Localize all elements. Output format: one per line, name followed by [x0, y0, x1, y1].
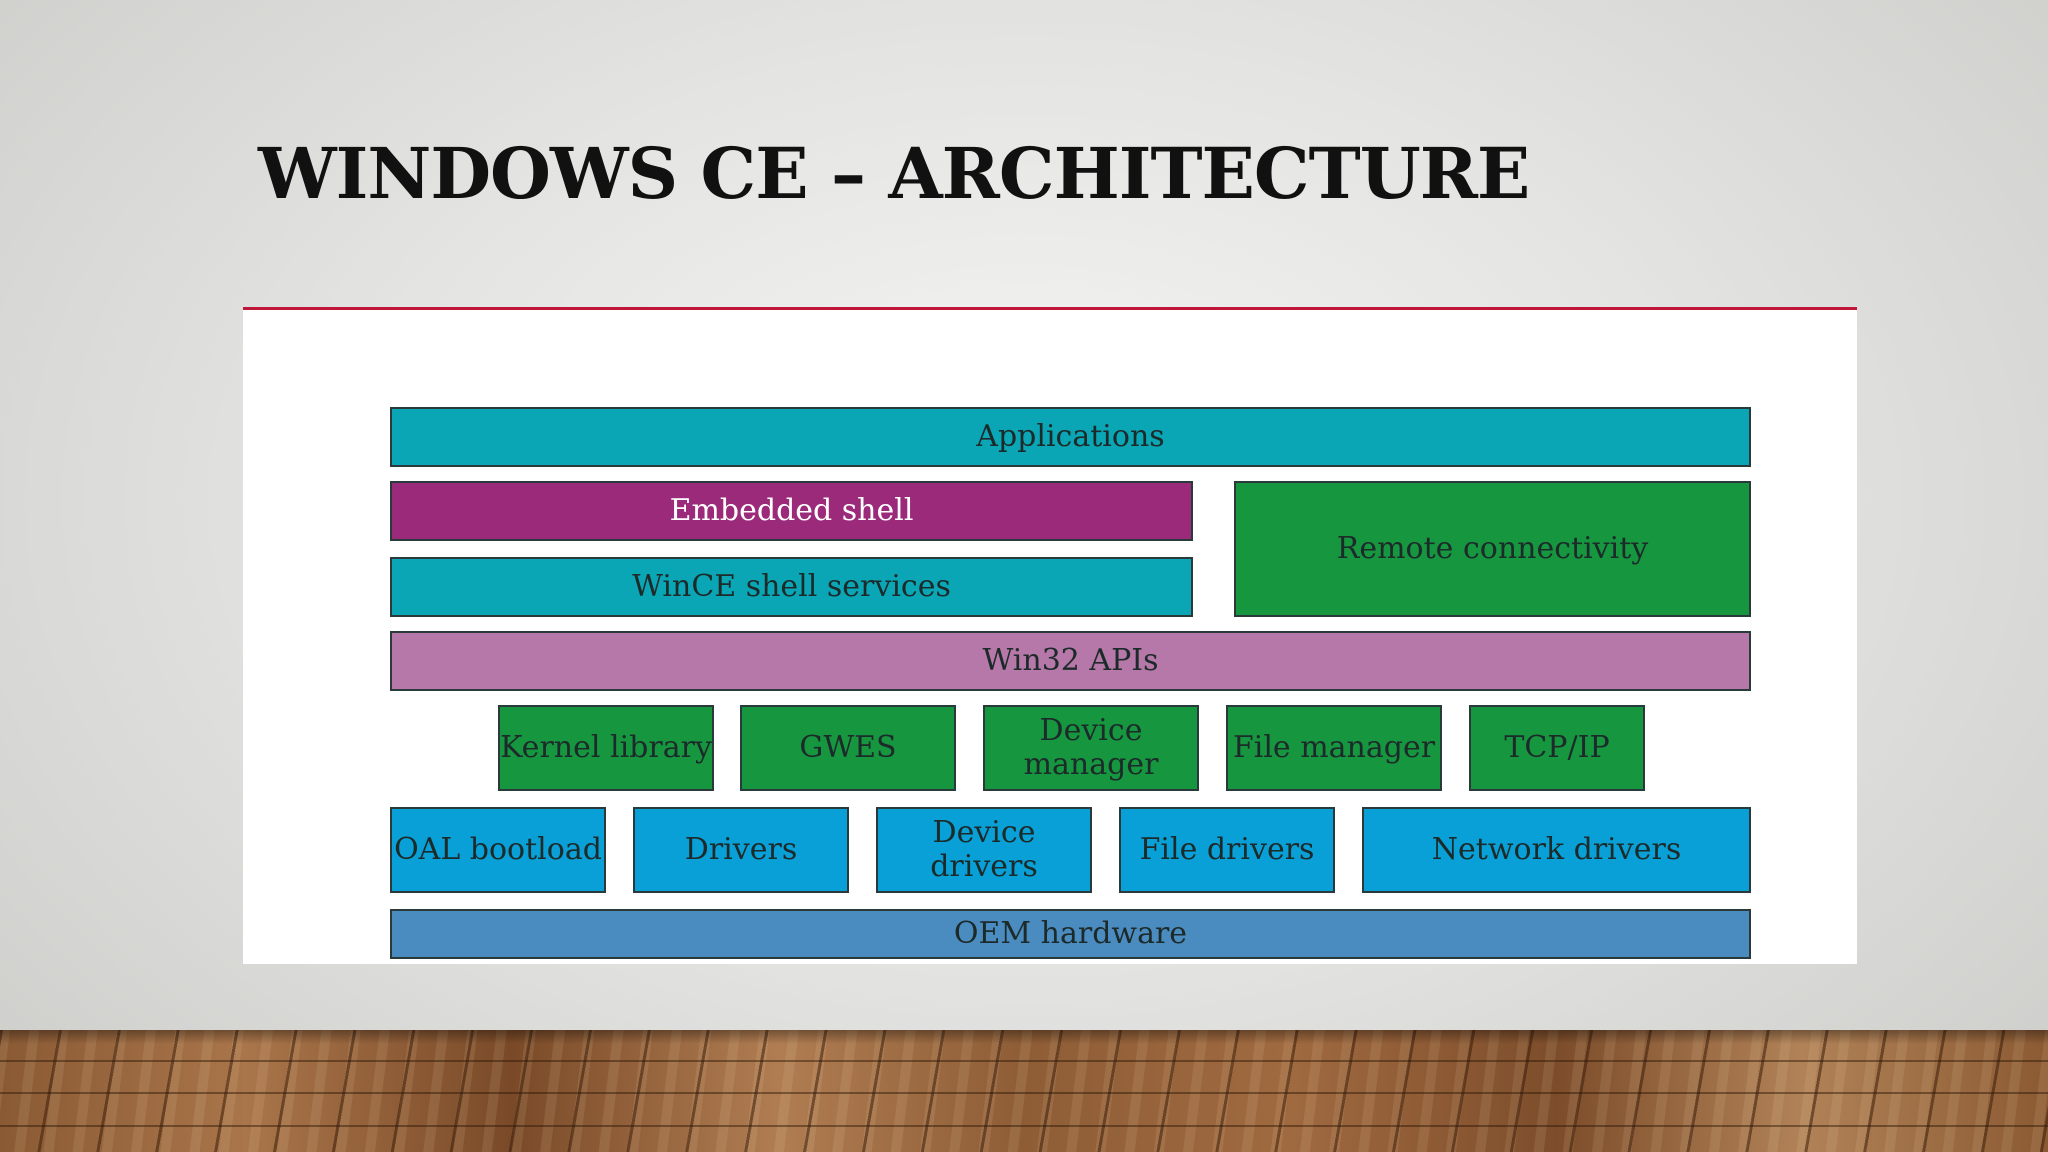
architecture-diagram-panel: Applications Embedded shell Remote conne… — [243, 307, 1857, 964]
wince-shell-services-block: WinCE shell services — [390, 557, 1193, 617]
win32-apis-layer: Win32 APIs — [390, 631, 1751, 691]
wood-floor-decoration — [0, 1030, 2048, 1152]
oal-bootload-block: OAL bootload — [390, 807, 606, 893]
file-drivers-block: File drivers — [1119, 807, 1335, 893]
gwes-block: GWES — [740, 705, 956, 791]
device-drivers-block: Device drivers — [876, 807, 1092, 893]
embedded-shell-block: Embedded shell — [390, 481, 1193, 541]
network-drivers-block: Network drivers — [1362, 807, 1751, 893]
applications-layer: Applications — [390, 407, 1751, 467]
device-manager-block: Device manager — [983, 705, 1199, 791]
oem-hardware-layer: OEM hardware — [390, 909, 1751, 959]
kernel-library-block: Kernel library — [498, 705, 714, 791]
slide-title: WINDOWS CE – ARCHITECTURE — [258, 132, 1530, 215]
drivers-block: Drivers — [633, 807, 849, 893]
file-manager-block: File manager — [1226, 705, 1442, 791]
remote-connectivity-block: Remote connectivity — [1234, 481, 1751, 617]
tcp-ip-block: TCP/IP — [1469, 705, 1645, 791]
